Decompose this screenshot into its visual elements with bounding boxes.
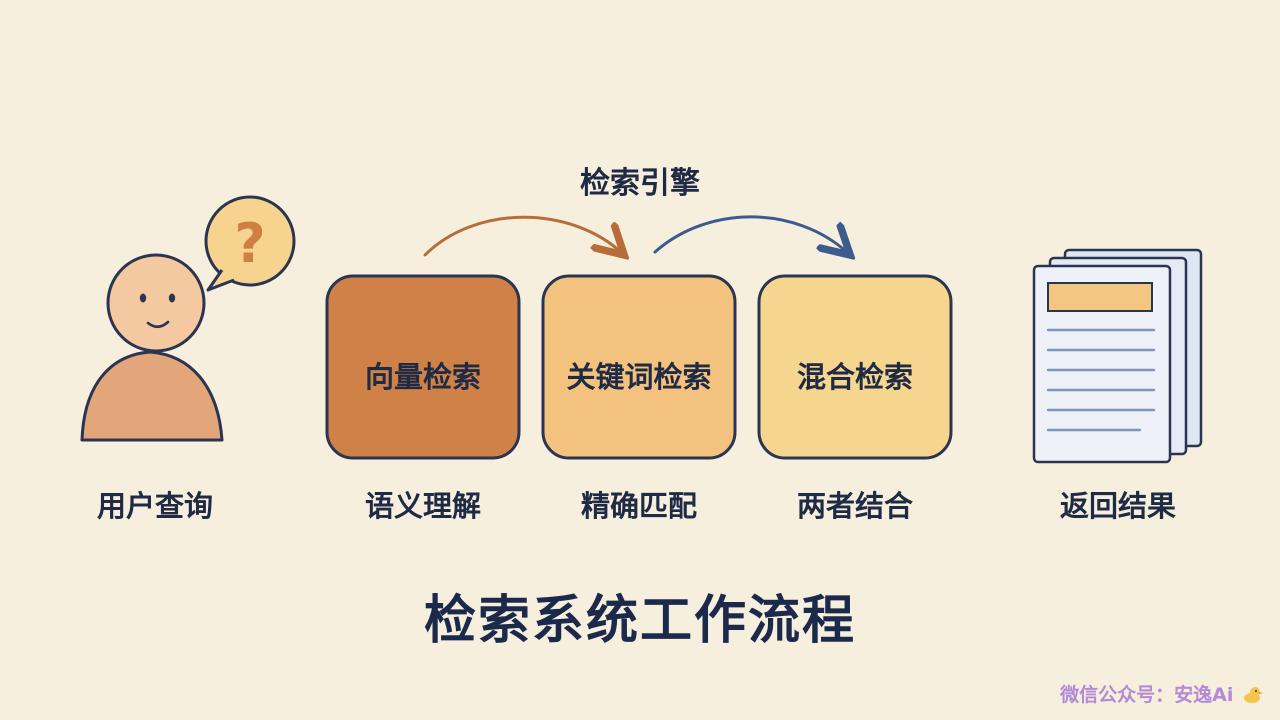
caption-exact-match: 精确匹配 (580, 489, 698, 523)
box-hybrid-search (757, 274, 953, 460)
arrow-vector-to-keyword (423, 215, 622, 255)
caption-combined: 两者结合 (796, 489, 914, 523)
engine-label: 检索引擎 (580, 166, 700, 201)
box-vector-search (325, 274, 521, 460)
box-label-keyword: 关键词检索 (566, 360, 712, 394)
duck-icon (1244, 687, 1263, 703)
caption-semantic: 语义理解 (364, 489, 482, 523)
user-query-label: 用户查询 (96, 489, 214, 523)
diagram-title: 检索系统工作流程 (423, 591, 857, 651)
watermark: 微信公众号：安逸Ai (1060, 680, 1264, 707)
question-bubble: ? (204, 195, 296, 292)
user-figure (80, 253, 224, 442)
box-keyword-search (541, 274, 737, 460)
return-result-label: 返回结果 (1059, 489, 1177, 523)
box-label-vector: 向量检索 (364, 360, 482, 394)
document-stack-icon (1032, 248, 1203, 464)
question-mark-icon: ? (234, 212, 265, 275)
watermark-text: 微信公众号：安逸Ai (1060, 684, 1234, 706)
arrow-keyword-to-hybrid (653, 215, 848, 253)
box-label-hybrid: 混合检索 (796, 360, 914, 394)
